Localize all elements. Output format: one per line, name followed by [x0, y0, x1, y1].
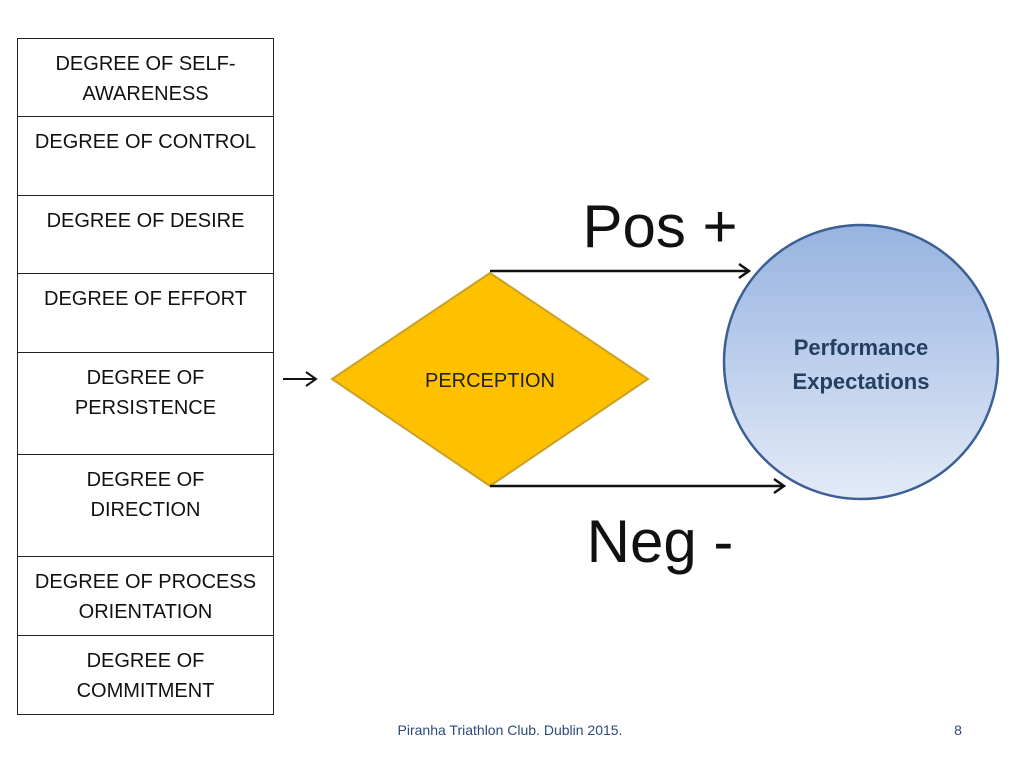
factor-label-line: DIRECTION	[90, 499, 201, 521]
factor-cell: DEGREE OF DESIRE	[17, 196, 274, 274]
perception-label: PERCEPTION	[425, 370, 555, 392]
factor-label-line: DEGREE OF	[86, 650, 205, 672]
performance-expectations-circle	[722, 223, 1000, 501]
factor-cell: DEGREE OF COMMITMENT	[17, 636, 274, 715]
factor-label-line: DEGREE OF	[86, 367, 205, 389]
factor-label-line: DEGREE OF EFFORT	[44, 288, 247, 310]
footer-text: Piranha Triathlon Club. Dublin 2015.	[397, 722, 623, 738]
factor-label-line: COMMITMENT	[76, 680, 215, 702]
factor-cell: DEGREE OF PROCESS ORIENTATION	[17, 557, 274, 636]
input-arrow	[283, 371, 318, 387]
factor-label-line: PERSISTENCE	[74, 397, 217, 419]
factor-cell: DEGREE OF SELF- AWARENESS	[17, 38, 274, 117]
factor-label-line: ORIENTATION	[78, 601, 213, 623]
factor-cell: DEGREE OF CONTROL	[17, 117, 274, 196]
outcome-label-line2: Expectations	[793, 369, 930, 394]
factor-label-line: DEGREE OF PROCESS	[34, 571, 257, 593]
factor-cell: DEGREE OF EFFORT	[17, 274, 274, 353]
page-number: 8	[954, 722, 962, 738]
positive-label: Pos +	[582, 193, 737, 260]
negative-label: Neg -	[587, 508, 734, 575]
factor-label-line: DEGREE OF SELF-	[55, 53, 236, 75]
factor-label-line: DEGREE OF DESIRE	[46, 210, 245, 232]
outcome-label-line1: Performance	[794, 335, 929, 360]
factor-cell: DEGREE OF DIRECTION	[17, 455, 274, 557]
factor-cell: DEGREE OF PERSISTENCE	[17, 353, 274, 455]
positive-arrow	[490, 262, 752, 280]
factor-label-line: DEGREE OF	[86, 469, 205, 491]
factor-label-line: DEGREE OF CONTROL	[34, 131, 257, 153]
factor-label-line: AWARENESS	[82, 83, 209, 105]
factor-table: DEGREE OF SELF- AWARENESS DEGREE OF CONTRO…	[17, 38, 274, 715]
negative-arrow	[490, 477, 787, 495]
